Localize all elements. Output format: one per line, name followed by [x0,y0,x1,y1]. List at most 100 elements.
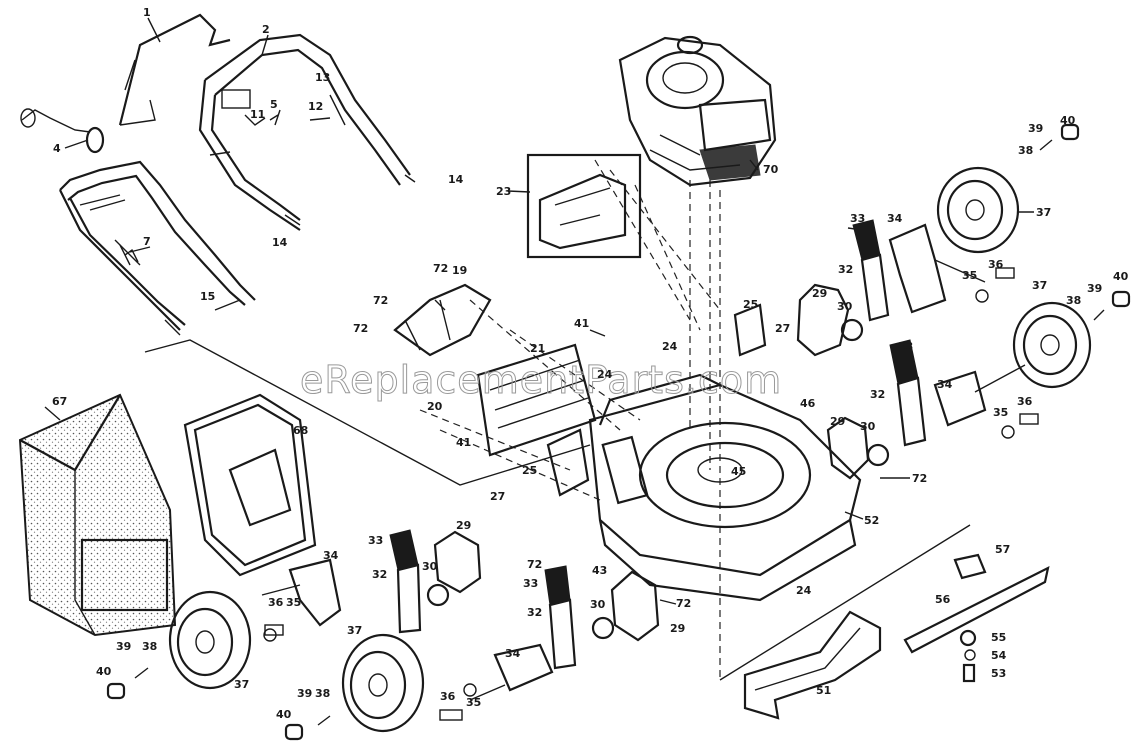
rear-bracket-19 [393,283,492,357]
label-45: 45 [731,465,746,478]
label-43: 43 [592,564,607,577]
label-5: 5 [270,98,278,111]
label-37: 37 [347,624,362,637]
label-35: 35 [286,596,301,609]
engine [618,35,777,187]
label-56: 56 [935,593,951,606]
label-12: 12 [308,100,323,113]
part-labels: 1 2 4 5 7 11 12 13 14 14 15 19 20 21 23 … [52,6,1129,721]
label-41: 41 [574,317,589,330]
label-52: 52 [864,514,879,527]
label-29: 29 [830,415,845,428]
label-27: 27 [775,322,790,335]
label-30: 30 [590,598,606,611]
label-40: 40 [276,708,292,721]
label-30: 30 [860,420,876,433]
label-32: 32 [527,606,542,619]
label-38: 38 [315,687,330,700]
label-72: 72 [676,597,691,610]
label-67: 67 [52,395,67,408]
label-37: 37 [1036,206,1051,219]
lower-handle [59,160,256,336]
label-38: 38 [1066,294,1081,307]
label-40: 40 [1060,114,1076,127]
label-53: 53 [991,667,1006,680]
label-11: 11 [250,108,265,121]
label-14: 14 [272,236,288,249]
label-24: 24 [796,584,812,597]
leader-lines [44,17,1034,605]
label-72: 72 [353,322,368,335]
label-46: 46 [800,397,816,410]
label-35: 35 [993,406,1008,419]
height-adjuster-rear-left [544,565,577,670]
label-38: 38 [1018,144,1033,157]
height-adjuster-rear-right [889,339,927,447]
blade [903,553,1050,683]
label-20: 20 [427,400,443,413]
label-25: 25 [522,464,537,477]
assembly-lines [144,159,971,681]
label-39: 39 [116,640,131,653]
wheel-front-right [936,166,1020,254]
label-15: 15 [200,290,215,303]
label-55: 55 [991,631,1006,644]
label-68: 68 [293,424,308,437]
label-72: 72 [527,558,542,571]
label-32: 32 [372,568,387,581]
label-37: 37 [234,678,249,691]
label-21: 21 [530,342,545,355]
label-37: 37 [1032,279,1047,292]
label-33: 33 [523,577,538,590]
label-72: 72 [373,294,388,307]
label-35: 35 [962,269,977,282]
label-34: 34 [887,212,903,225]
label-30: 30 [837,300,853,313]
label-13: 13 [315,71,330,84]
label-33: 33 [850,212,865,225]
wheel-rear-left [341,633,425,733]
label-51: 51 [816,684,831,697]
label-29: 29 [812,287,827,300]
label-29: 29 [456,519,471,532]
label-70: 70 [763,163,779,176]
watermark-text: eReplacementParts.com [300,358,782,402]
control-bracket-23 [526,153,642,259]
label-32: 32 [870,388,885,401]
plates-25-26 [546,303,767,497]
gear-plates [426,283,890,642]
label-40: 40 [96,665,112,678]
label-24: 24 [662,340,678,353]
label-34: 34 [323,549,339,562]
skirt-51 [743,610,882,720]
height-adjuster-front-left [389,529,422,634]
label-2: 2 [262,23,270,36]
label-36: 36 [988,258,1004,271]
label-7: 7 [143,235,151,248]
label-33: 33 [898,340,913,353]
label-36: 36 [268,596,284,609]
label-32: 32 [838,263,853,276]
label-38: 38 [142,640,157,653]
label-36: 36 [440,690,456,703]
label-39: 39 [1028,122,1043,135]
label-25: 25 [743,298,758,311]
hardware [106,123,1131,741]
grass-bag [18,393,177,637]
rear-baffle-21 [476,343,597,457]
label-39: 39 [297,687,312,700]
label-39: 39 [1087,282,1102,295]
upper-handle-bracket [118,13,231,126]
label-27: 27 [490,490,505,503]
label-41: 41 [456,436,471,449]
axle-brackets [261,223,1026,701]
label-40: 40 [1113,270,1129,283]
label-14: 14 [448,173,464,186]
wheel-front-left [168,590,252,690]
label-57: 57 [995,543,1010,556]
label-4: 4 [53,142,61,155]
label-30: 30 [422,560,438,573]
upper-handle [198,33,411,231]
label-34: 34 [505,647,521,660]
